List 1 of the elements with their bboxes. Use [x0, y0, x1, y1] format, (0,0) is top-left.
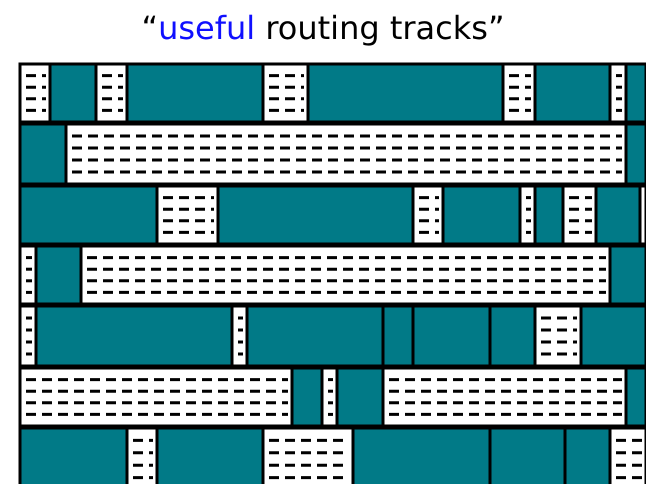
- title: “useful routing tracks”: [140, 8, 506, 49]
